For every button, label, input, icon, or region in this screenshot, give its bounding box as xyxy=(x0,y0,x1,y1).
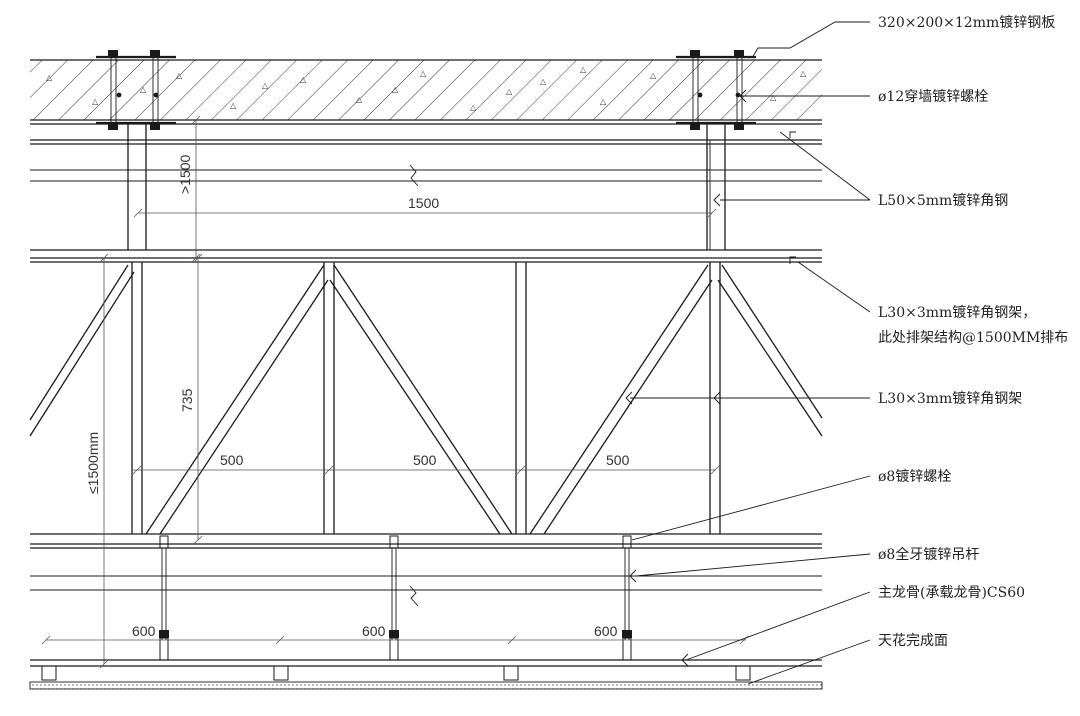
svg-text:△: △ xyxy=(770,93,777,102)
label-frame-l30-line2: 此处排架结构@1500MM排布 xyxy=(878,330,1068,346)
label-frame-l30: L30×3mm镀锌角钢架 xyxy=(878,390,1022,407)
dimension-texts: >1500 1500 735 ≤1500mm 500 500 500 600 6… xyxy=(85,154,630,639)
hanger-rods xyxy=(30,535,822,661)
svg-text:△: △ xyxy=(300,75,307,84)
leader-lines xyxy=(625,21,871,685)
svg-text:△: △ xyxy=(230,101,237,110)
svg-text:△: △ xyxy=(600,97,607,106)
svg-text:△: △ xyxy=(470,103,477,112)
dim-hanger-1: 600 xyxy=(132,623,156,639)
truss-top-chord xyxy=(30,249,822,263)
dim-panel-1: 500 xyxy=(220,452,244,468)
svg-text:△: △ xyxy=(356,95,363,104)
svg-text:△: △ xyxy=(506,87,513,96)
dim-hanger-3: 600 xyxy=(594,623,618,639)
concrete-slab: △ △ △ △ △ △ △ △ △ △ △ △ △ △ △ △ △ △ xyxy=(30,59,822,121)
upper-angle-members xyxy=(30,123,822,250)
label-main-keel: 主龙骨(承载龙骨)CS60 xyxy=(878,585,1025,601)
svg-text:△: △ xyxy=(262,81,269,90)
label-plate: 320×200×12mm镀锌钢板 xyxy=(878,14,1055,31)
steel-plate-left xyxy=(96,50,176,130)
svg-text:△: △ xyxy=(392,85,399,94)
svg-text:△: △ xyxy=(176,71,183,80)
main-keel xyxy=(30,659,822,681)
svg-text:△: △ xyxy=(540,77,547,86)
svg-text:△: △ xyxy=(800,69,807,78)
steel-plate-right xyxy=(676,50,756,130)
label-rod-8: ø8全牙镀锌吊杆 xyxy=(878,546,979,563)
label-ceiling: 天花完成面 xyxy=(878,633,948,649)
label-frame-l30-line1: L30×3mm镀锌角钢架， xyxy=(878,304,1036,321)
dim-hanger-2: 600 xyxy=(362,623,386,639)
label-wall-bolt: ø12穿墙镀锌螺栓 xyxy=(878,88,988,105)
dim-panel-3: 500 xyxy=(606,452,630,468)
svg-text:△: △ xyxy=(650,71,657,80)
callout-labels: 320×200×12mm镀锌钢板 ø12穿墙镀锌螺栓 L50×5mm镀锌角钢 L… xyxy=(878,14,1068,649)
dim-upper-height: >1500 xyxy=(177,154,193,194)
dim-span: 1500 xyxy=(408,195,439,211)
svg-text:△: △ xyxy=(420,69,427,78)
ceiling-finish xyxy=(29,681,823,690)
svg-text:△: △ xyxy=(140,85,147,94)
svg-text:△: △ xyxy=(580,65,587,74)
truss-bottom-chord xyxy=(30,533,822,549)
dim-truss-height: 735 xyxy=(179,388,195,412)
svg-text:△: △ xyxy=(92,97,99,106)
dim-total-height: ≤1500mm xyxy=(85,432,101,494)
label-bolt-8: ø8镀锌螺栓 xyxy=(878,468,951,485)
dim-panel-2: 500 xyxy=(413,452,437,468)
svg-text:△: △ xyxy=(46,73,53,82)
dimension-lines xyxy=(41,115,749,669)
label-angle-l50: L50×5mm镀锌角钢 xyxy=(878,192,1008,209)
